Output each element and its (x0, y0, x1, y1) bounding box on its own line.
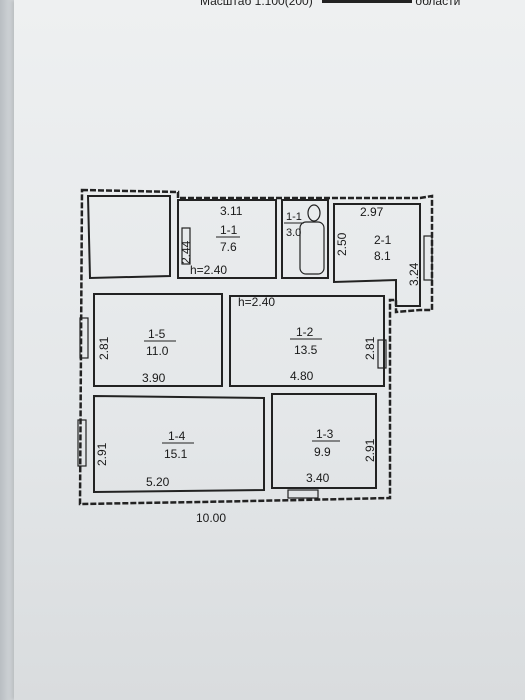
room-2-1 (333, 203, 421, 307)
room-2-1-id: 2-1 (374, 233, 392, 247)
document-sheet (14, 0, 525, 700)
room-2-1-dim-top: 2.97 (360, 205, 384, 219)
room-1-2-dim-side: 2.81 (363, 336, 377, 360)
header-trailing-text: области (415, 0, 461, 8)
room-1-1-bath (281, 199, 329, 279)
window (181, 227, 191, 265)
room-1-4-dim-bottom: 5.20 (146, 475, 170, 489)
room-1-4-id: 1-4 (168, 429, 186, 443)
room-1-2-id: 1-2 (296, 325, 314, 339)
window (287, 489, 319, 499)
window (79, 317, 89, 359)
window (377, 339, 387, 369)
room-1-2-dim-bottom: 4.80 (290, 369, 314, 383)
room-1-2 (229, 295, 385, 387)
room-1-4-area: 15.1 (164, 447, 188, 461)
room-1-5-area: 11.0 (146, 344, 169, 358)
room-1-1-dim-top: 3.11 (220, 204, 243, 218)
outer-wall (78, 188, 434, 506)
room-1-3-dim-side: 2.91 (363, 438, 377, 462)
room-1-5-id: 1-5 (148, 327, 166, 341)
window (423, 235, 433, 281)
window (77, 419, 87, 467)
bathtub-icon (299, 221, 325, 275)
room-1-4 (93, 394, 265, 494)
room-bath-id: 1-1 (286, 211, 302, 223)
room-2-1-dim-left: 2.50 (335, 232, 349, 256)
scale-text: Масштаб 1:100(200) (200, 0, 313, 8)
room-2-1-area: 8.1 (374, 249, 391, 263)
room-1-1-area: 7.6 (220, 240, 237, 254)
room-unlabeled (86, 195, 171, 280)
room-1-3-area: 9.9 (314, 445, 331, 459)
toilet-icon (307, 204, 321, 222)
room-1-5 (93, 293, 223, 387)
room-1-1-dim-side: 2.44 (179, 240, 193, 264)
room-1-3-id: 1-3 (316, 427, 334, 441)
overall-width: 10.00 (196, 511, 226, 525)
room-bath-area: 3.0 (286, 227, 301, 239)
page-edge (0, 0, 14, 700)
room-2-1-dim-right: 3.24 (407, 262, 421, 286)
room-1-3-dim-bottom: 3.40 (306, 471, 330, 485)
underline-bar (322, 0, 413, 4)
room-1-4-dim-side: 2.91 (95, 442, 109, 466)
room-1-1-height: h=2.40 (190, 263, 227, 277)
room-1-3 (271, 393, 377, 489)
room-1-1-large (177, 199, 277, 279)
scale-header: Масштаб 1:100(200) области (200, 0, 460, 8)
room-1-5-dim-side: 2.81 (97, 336, 111, 360)
room-1-5-dim-bottom: 3.90 (142, 371, 166, 385)
room-1-2-area: 13.5 (294, 343, 318, 357)
room-1-1-id: 1-1 (220, 223, 238, 237)
room-1-2-height: h=2.40 (238, 295, 275, 309)
